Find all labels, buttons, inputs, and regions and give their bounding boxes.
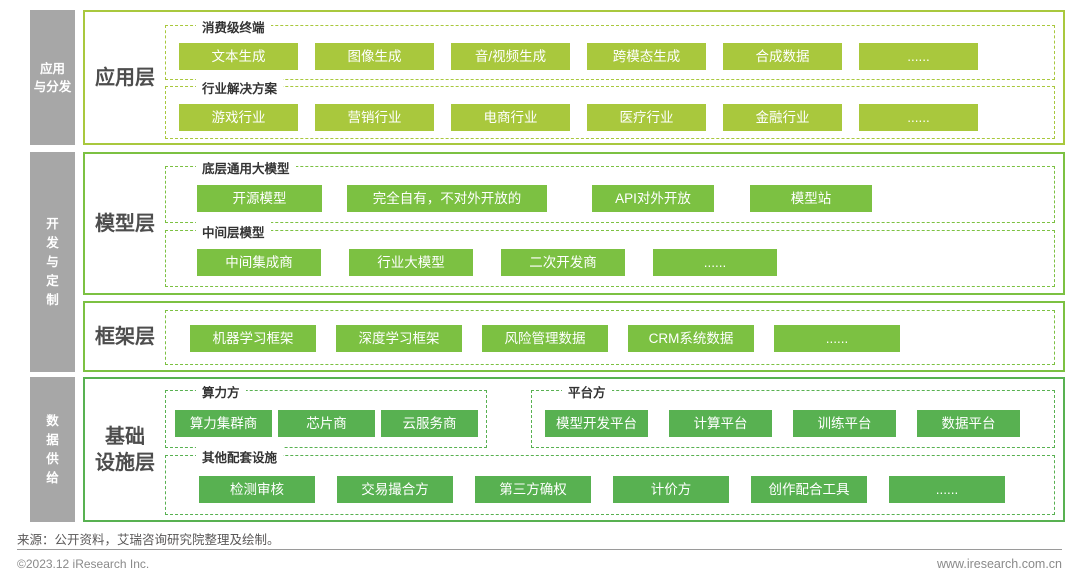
item-box: 电商行业 [451,104,570,131]
item-box: 模型开发平台 [545,410,648,437]
group-industry-solutions: 行业解决方案 游戏行业 营销行业 电商行业 医疗行业 金融行业 ...... [165,78,1055,139]
item-box: 医疗行业 [587,104,706,131]
framework-layer-content: 机器学习框架 深度学习框架 风险管理数据 CRM系统数据 ...... [165,303,1055,370]
item-row: 模型开发平台 计算平台 训练平台 数据平台 [532,391,1054,437]
model-layer-section: 模型层 底层通用大模型 开源模型 完全自有，不对外开放的 API对外开放 模型站… [83,152,1065,295]
side-bar-line: 制 [46,292,59,307]
side-bar-line: 应用 [39,61,65,76]
ellipsis-box: ...... [859,43,978,70]
ellipsis-box: ...... [653,249,777,276]
group-title: 平台方 [562,382,612,401]
application-layer-section: 应用层 消费级终端 文本生成 图像生成 音/视频生成 跨模态生成 合成数据 ..… [83,10,1065,145]
group-title: 消费级终端 [196,17,271,36]
item-box: 金融行业 [723,104,842,131]
item-box: 创作配合工具 [751,476,867,503]
ellipsis-box: ...... [774,325,900,352]
item-box: 机器学习框架 [190,325,316,352]
item-box: 模型站 [750,185,872,212]
side-bar-line: 据 [46,432,59,447]
item-box: 跨模态生成 [587,43,706,70]
item-box: 云服务商 [381,410,478,437]
item-row: 中间集成商 行业大模型 二次开发商 ...... [166,231,1054,276]
source-note: 来源：公开资料，艾瑞咨询研究院整理及绘制。 [17,533,280,547]
side-bar-line: 发 [46,235,59,250]
model-layer-content: 底层通用大模型 开源模型 完全自有，不对外开放的 API对外开放 模型站 中间层… [165,154,1055,293]
item-box: 计价方 [613,476,729,503]
side-bar-line: 开 [46,216,59,231]
item-box: 算力集群商 [175,410,272,437]
item-box: 深度学习框架 [336,325,462,352]
side-bar-data-supply: 数 据 供 给 [30,377,75,522]
model-layer-label: 模型层 [95,212,155,235]
group-foundation-models: 底层通用大模型 开源模型 完全自有，不对外开放的 API对外开放 模型站 [165,158,1055,223]
group-title: 底层通用大模型 [196,158,296,177]
side-bar-line: 给 [46,470,59,485]
infrastructure-layer-section: 基础 设施层 算力方 算力集群商 芯片商 云服务商 平台方 模型开发平台 [83,377,1065,522]
side-bar-line: 供 [46,451,59,466]
item-row: 文本生成 图像生成 音/视频生成 跨模态生成 合成数据 ...... [166,26,1054,70]
group-title: 其他配套设施 [196,447,284,466]
group-platform-providers: 平台方 模型开发平台 计算平台 训练平台 数据平台 [531,382,1055,448]
group-compute-providers: 算力方 算力集群商 芯片商 云服务商 [165,382,487,448]
copyright-text: ©2023.12 iResearch Inc. [17,557,150,571]
framework-layer-label: 框架层 [95,325,155,348]
item-box: 图像生成 [315,43,434,70]
item-box: 检测审核 [199,476,315,503]
item-row: 开源模型 完全自有，不对外开放的 API对外开放 模型站 [166,167,1054,212]
side-bar-line: 定 [46,273,59,288]
ellipsis-box: ...... [889,476,1005,503]
side-bar-line: 与 [46,254,59,269]
group-title: 中间层模型 [196,222,271,241]
item-box: 风险管理数据 [482,325,608,352]
footer-divider [17,549,1062,550]
item-box: 数据平台 [917,410,1020,437]
item-row: 游戏行业 营销行业 电商行业 医疗行业 金融行业 ...... [166,87,1054,131]
item-box: 二次开发商 [501,249,625,276]
infrastructure-layer-label: 基础 设施层 [85,379,165,520]
item-row: 检测审核 交易撮合方 第三方确权 计价方 创作配合工具 ...... [166,456,1054,503]
group-title: 行业解决方案 [196,78,284,97]
infrastructure-top-row: 算力方 算力集群商 芯片商 云服务商 平台方 模型开发平台 计算平台 训练平台 … [165,382,1055,448]
item-row: 算力集群商 芯片商 云服务商 [166,391,486,437]
item-box: 训练平台 [793,410,896,437]
item-box: 计算平台 [669,410,772,437]
item-row: 机器学习框架 深度学习框架 风险管理数据 CRM系统数据 ...... [166,311,1054,352]
side-bar-line: 与分发 [33,79,72,94]
infrastructure-label-line: 基础 [105,425,145,448]
item-box: 第三方确权 [475,476,591,503]
infrastructure-layer-content: 算力方 算力集群商 芯片商 云服务商 平台方 模型开发平台 计算平台 训练平台 … [165,379,1055,520]
application-layer-content: 消费级终端 文本生成 图像生成 音/视频生成 跨模态生成 合成数据 ......… [165,12,1055,143]
infrastructure-label-line: 设施层 [95,451,155,474]
item-box: 交易撮合方 [337,476,453,503]
ellipsis-box: ...... [859,104,978,131]
side-bar-application-distribution: 应用 与分发 [30,10,75,145]
item-box: 芯片商 [278,410,375,437]
group-frameworks: 机器学习框架 深度学习框架 风险管理数据 CRM系统数据 ...... [165,310,1055,365]
item-box: API对外开放 [592,185,714,212]
item-box: 行业大模型 [349,249,473,276]
item-box: CRM系统数据 [628,325,754,352]
website-text: www.iresearch.com.cn [936,557,1062,571]
framework-layer-section: 框架层 机器学习框架 深度学习框架 风险管理数据 CRM系统数据 ...... [83,301,1065,372]
item-box: 开源模型 [197,185,322,212]
item-box: 音/视频生成 [451,43,570,70]
item-box: 完全自有，不对外开放的 [347,185,547,212]
item-box: 中间集成商 [197,249,321,276]
group-title: 算力方 [196,382,246,401]
item-box: 文本生成 [179,43,298,70]
group-other-supporting-facilities: 其他配套设施 检测审核 交易撮合方 第三方确权 计价方 创作配合工具 .....… [165,447,1055,515]
item-box: 合成数据 [723,43,842,70]
side-bar-line: 数 [46,413,59,428]
group-middle-layer-models: 中间层模型 中间集成商 行业大模型 二次开发商 ...... [165,222,1055,287]
item-box: 游戏行业 [179,104,298,131]
application-layer-label: 应用层 [95,66,155,89]
side-bar-development-customization: 开 发 与 定 制 [30,152,75,372]
item-box: 营销行业 [315,104,434,131]
group-consumer-terminal: 消费级终端 文本生成 图像生成 音/视频生成 跨模态生成 合成数据 ...... [165,17,1055,80]
